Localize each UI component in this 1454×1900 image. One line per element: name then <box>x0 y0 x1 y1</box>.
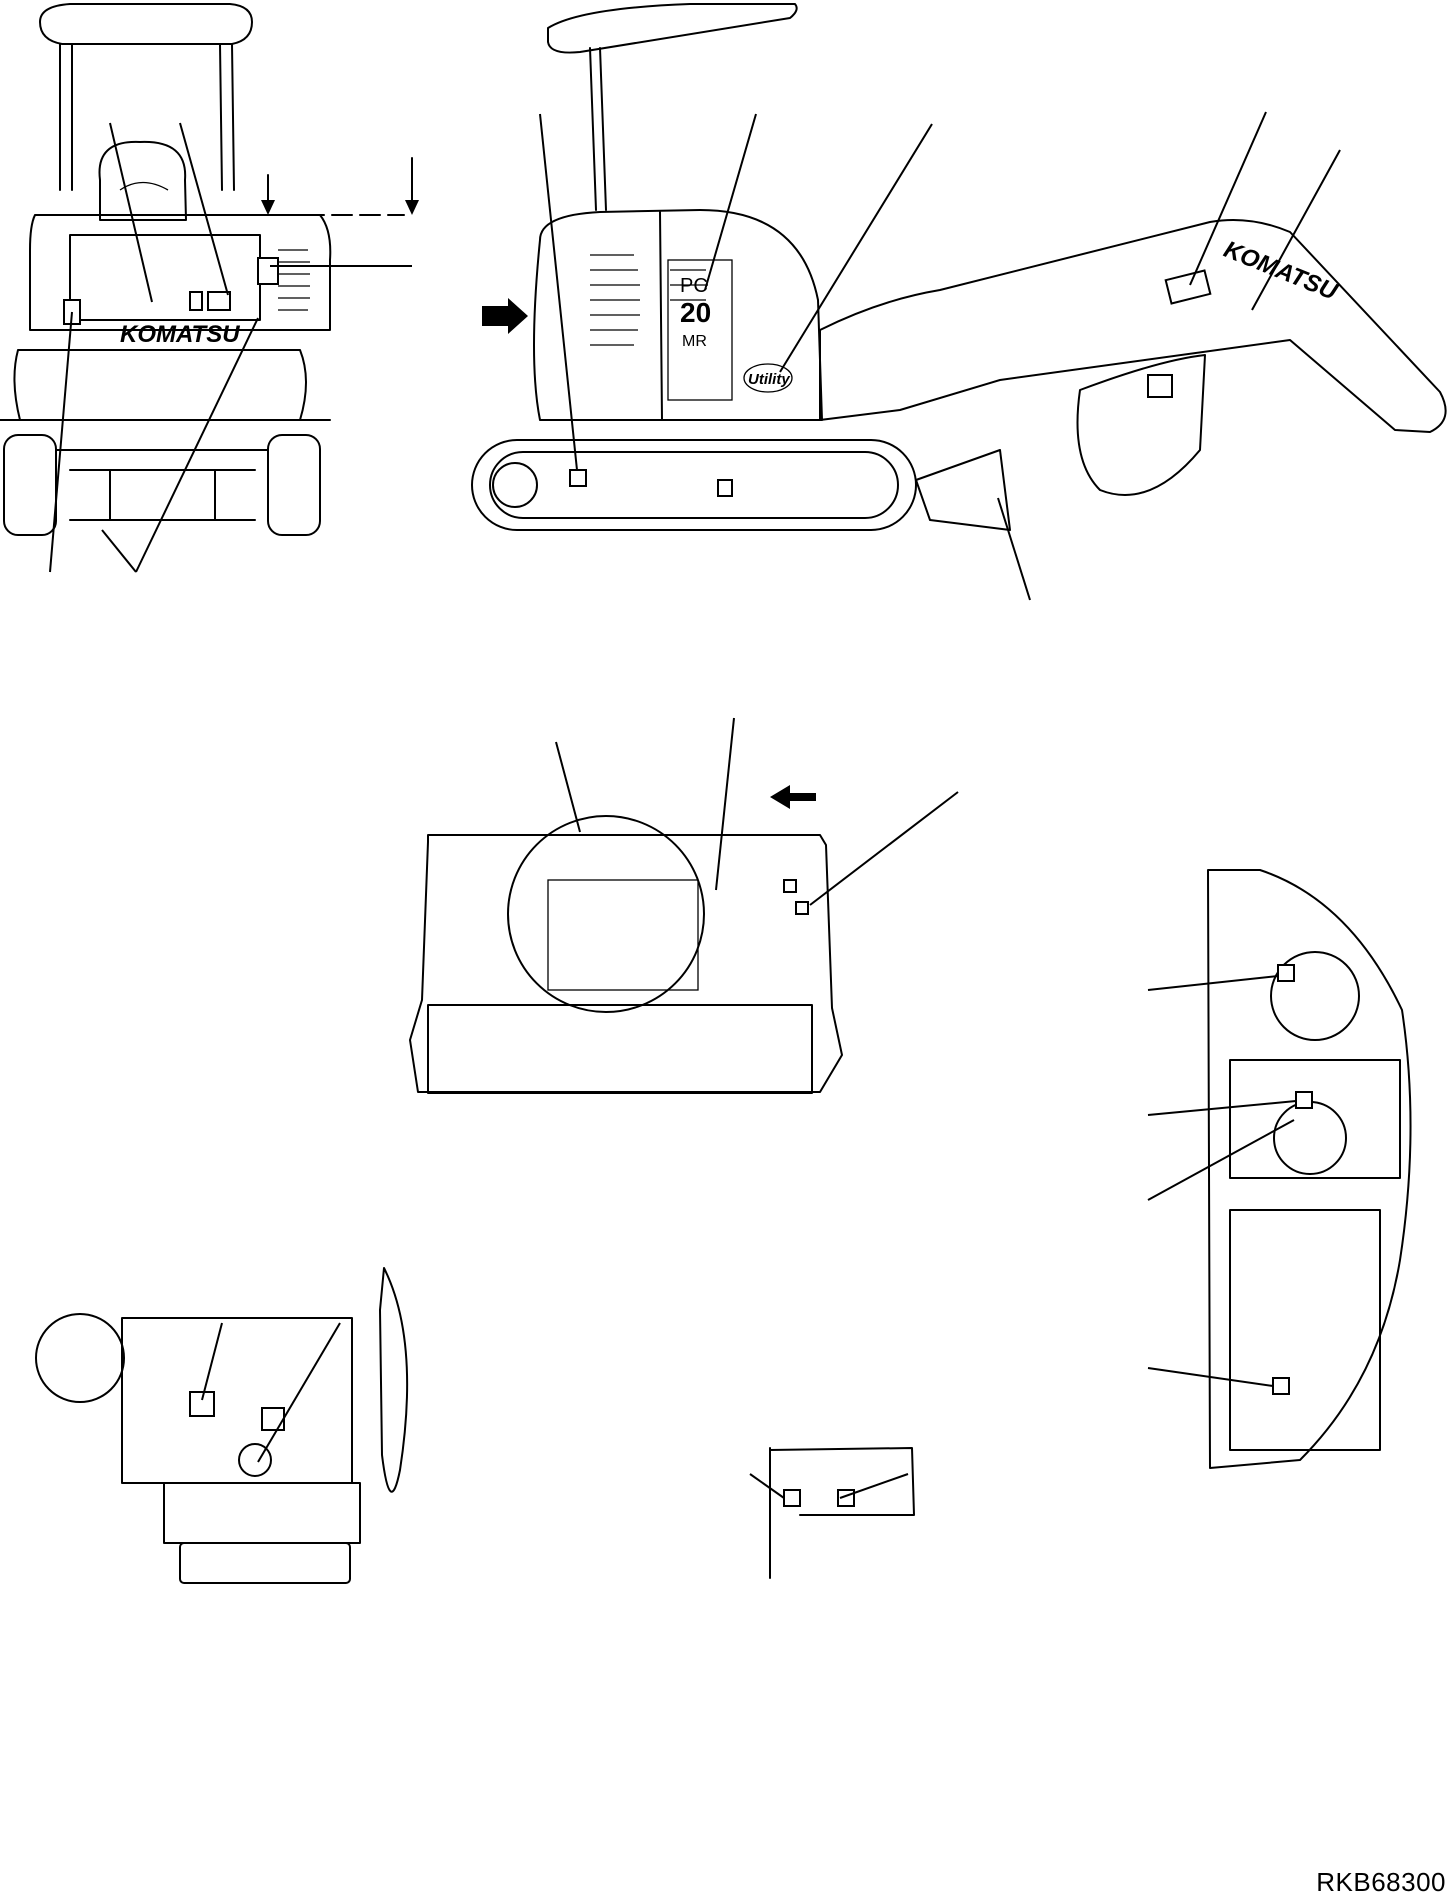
side-view <box>471 3 1447 601</box>
side-model-line1: PC <box>680 275 708 297</box>
detail-view <box>749 1447 915 1579</box>
side-model-line2: 20 <box>680 297 711 328</box>
side-utility-badge: Utility <box>748 371 790 388</box>
drawing-code: RKB68300 <box>1316 1867 1446 1897</box>
engine-view <box>35 1267 409 1584</box>
rear-brand-text: KOMATSU <box>120 321 240 348</box>
floor-view <box>409 717 959 1094</box>
rear-view <box>0 3 419 573</box>
arm-brand-text: KOMATSU <box>1220 236 1342 306</box>
side-model-line3: MR <box>682 333 707 350</box>
right-section-view <box>1147 869 1412 1469</box>
